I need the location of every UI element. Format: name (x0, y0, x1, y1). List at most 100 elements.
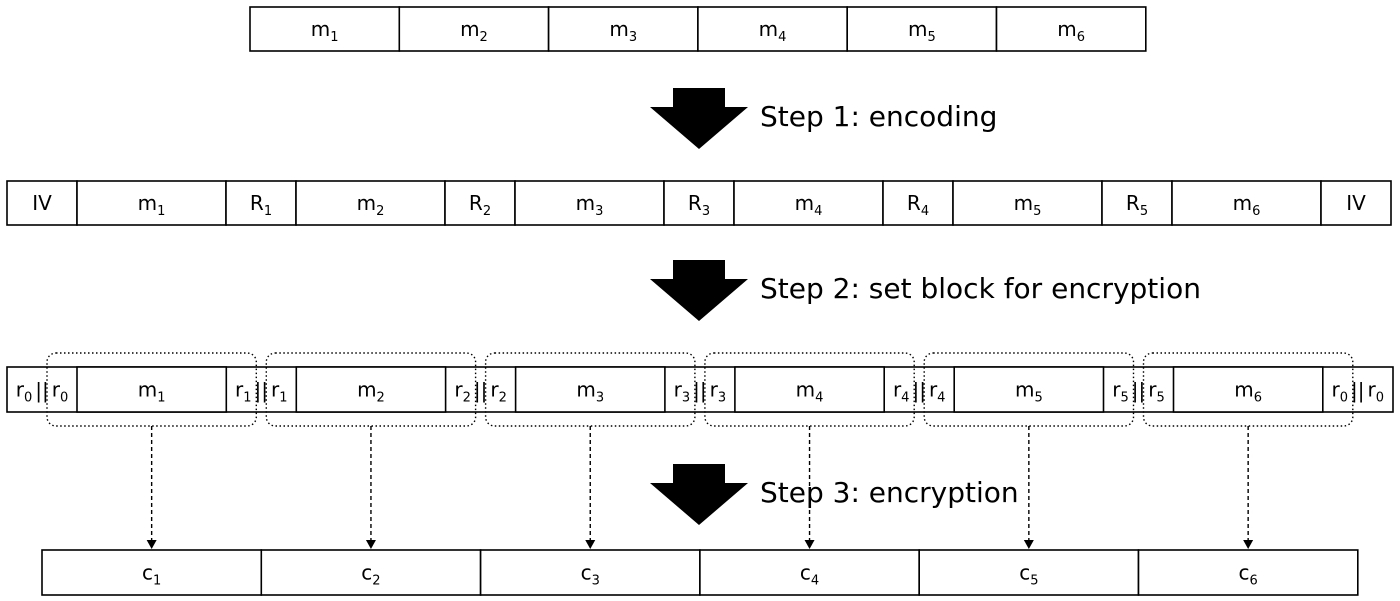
cipher-cell (479, 549, 701, 596)
concat-operator: || (912, 379, 925, 403)
block-message-label: m3 (576, 378, 604, 406)
encoded-cell (1320, 180, 1392, 226)
message-cell (995, 6, 1147, 52)
block-message-label: m6 (1234, 378, 1262, 406)
encoded-cell-label: R3 (688, 191, 710, 219)
block-nonce-left: r0 (16, 378, 33, 406)
cipher-cell (1137, 549, 1359, 596)
block-message-cell (953, 366, 1105, 413)
encoded-cell-label: m1 (138, 191, 166, 219)
message-cell (697, 6, 849, 52)
cipher-cell-label: c3 (581, 561, 600, 589)
encryption-block-outline (484, 352, 696, 427)
cipher-cell-label: c2 (361, 561, 380, 589)
concat-operator: || (35, 379, 48, 403)
encoded-cell (952, 180, 1103, 226)
arrowhead-icon (804, 540, 815, 549)
encryption-block-outline (704, 352, 915, 427)
encoded-cell-label: R5 (1126, 191, 1148, 219)
message-cell (398, 6, 550, 52)
encoded-cell-label: R2 (469, 191, 491, 219)
arrowhead-icon (1023, 540, 1034, 549)
cipher-cell-label: c5 (1019, 561, 1038, 589)
step3-label: Step 3: encryption (760, 476, 1019, 509)
cipher-cell-label: c6 (1239, 561, 1258, 589)
cipher-row: c1 c2 c3 c4 c5 c6 (41, 549, 1359, 596)
message-cell-label: m2 (460, 17, 488, 45)
encryption-blocks (46, 352, 1354, 427)
block-nonce-left: r3 (674, 378, 691, 406)
encoded-row: IV m1 R1 m2 R2 m3 R3 m4 R4 m5 R5 m6 IV (6, 180, 1392, 226)
cipher-cell-label: c1 (142, 561, 161, 589)
block-row-frame (6, 366, 1394, 413)
step3-arrow-icon (650, 464, 748, 525)
encoded-cell-label: m6 (1233, 191, 1261, 219)
step2-label: Step 2: set block for encryption (760, 272, 1201, 305)
encoded-cell (1171, 180, 1322, 226)
arrowhead-icon (585, 540, 596, 549)
encoded-cell-label: m2 (357, 191, 385, 219)
block-message-cell (76, 366, 228, 413)
step2-arrow-icon (650, 260, 748, 321)
message-cell-label: m4 (759, 17, 787, 45)
message-cell (547, 6, 699, 52)
cipher-cell (260, 549, 482, 596)
step1-arrow-icon (650, 88, 748, 149)
arrowhead-icon (146, 540, 157, 549)
cipher-cell (918, 549, 1140, 596)
concat-operator: || (474, 379, 487, 403)
arrowhead-icon (1243, 540, 1254, 549)
encoded-cell-label: R1 (250, 191, 272, 219)
block-nonce-right: r2 (490, 378, 507, 406)
concat-operator: || (255, 379, 268, 403)
encoded-cell-label: m4 (795, 191, 823, 219)
block-nonce-right: r0 (52, 378, 69, 406)
block-message-cell (514, 366, 666, 413)
concat-operator: || (1351, 379, 1364, 403)
cipher-cell-label: c4 (800, 561, 819, 589)
block-message-label: m1 (138, 378, 166, 406)
encryption-block-outline (265, 352, 477, 427)
concat-operator: || (693, 379, 706, 403)
block-nonce-left: r5 (1112, 378, 1129, 406)
block-message-cell (734, 366, 886, 413)
block-nonce-right: r0 (1368, 378, 1385, 406)
block-message-label: m2 (357, 378, 385, 406)
block-message-cell (1172, 366, 1324, 413)
block-nonce-right: r1 (271, 378, 288, 406)
encoded-cell (295, 180, 446, 226)
block-nonce-left: r2 (454, 378, 471, 406)
block-message-cell (295, 366, 447, 413)
encoded-cell-label: m5 (1014, 191, 1042, 219)
encryption-block-outline (1142, 352, 1354, 427)
concat-operator: || (1132, 379, 1145, 403)
encryption-links (146, 426, 1254, 549)
message-cell (249, 6, 401, 52)
block-nonce-left: r4 (893, 378, 910, 406)
encoded-cell (733, 180, 884, 226)
message-cell-label: m6 (1057, 17, 1085, 45)
block-nonce-right: r4 (929, 378, 946, 406)
encoded-cell-label: IV (1346, 191, 1366, 215)
encoded-cell (663, 180, 735, 226)
block-nonce-left: r0 (1332, 378, 1349, 406)
message-cell-label: m3 (609, 17, 637, 45)
step1-label: Step 1: encoding (760, 100, 997, 133)
block-message-label: m5 (1015, 378, 1043, 406)
encoded-cell-label: m3 (576, 191, 604, 219)
encryption-block-outline (923, 352, 1135, 427)
cipher-cell (41, 549, 263, 596)
block-nonce-right: r5 (1148, 378, 1165, 406)
encryption-block-outline (46, 352, 258, 427)
encoded-cell (6, 180, 78, 226)
encoded-cell-label: IV (32, 191, 52, 215)
block-nonce-left: r1 (235, 378, 252, 406)
cipher-cell (699, 549, 921, 596)
message-cell-label: m1 (311, 17, 339, 45)
block-nonce-right: r3 (710, 378, 727, 406)
arrowhead-icon (365, 540, 376, 549)
encoded-cell-label: R4 (907, 191, 929, 219)
